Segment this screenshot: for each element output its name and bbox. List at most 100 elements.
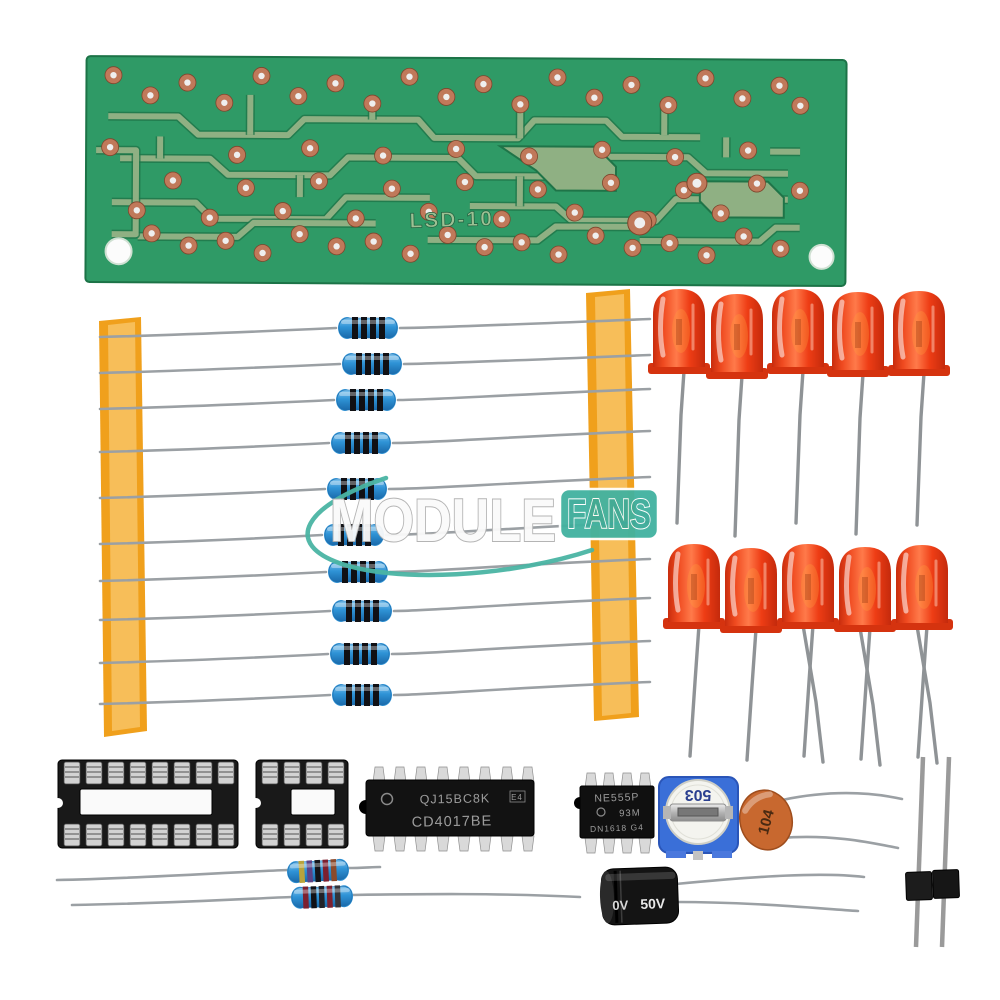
led-lead bbox=[916, 624, 929, 759]
strip-resistor bbox=[329, 642, 391, 666]
pad-hole bbox=[665, 101, 672, 109]
pad-hole bbox=[222, 237, 229, 244]
resistor-lead bbox=[98, 362, 342, 375]
pad-hole bbox=[607, 179, 615, 186]
pad-hole bbox=[534, 186, 542, 193]
pad-hole bbox=[744, 147, 752, 154]
pad-hole bbox=[629, 244, 636, 252]
pad-hole bbox=[498, 216, 505, 223]
pad-hole bbox=[628, 81, 635, 89]
pad-hole bbox=[525, 153, 533, 160]
socket-contact bbox=[173, 823, 191, 847]
pad-hole bbox=[425, 208, 432, 216]
trimmer-clip bbox=[725, 806, 733, 819]
led bbox=[720, 548, 782, 633]
pad-hole bbox=[671, 153, 679, 161]
led bbox=[648, 289, 710, 374]
resistor-lead bbox=[98, 693, 332, 706]
pad-hole bbox=[740, 233, 747, 240]
socket-contact bbox=[283, 761, 301, 785]
socket-contact bbox=[173, 761, 191, 785]
led-lead bbox=[915, 371, 926, 527]
pad-hole bbox=[133, 207, 140, 214]
socket-contact bbox=[129, 823, 147, 847]
led bbox=[706, 294, 768, 379]
e4-box bbox=[509, 790, 526, 803]
pcb-pads bbox=[101, 66, 810, 265]
pad-hole bbox=[680, 186, 688, 194]
socket-contact bbox=[327, 823, 345, 847]
pad-hole bbox=[296, 230, 303, 238]
mounting-hole bbox=[808, 243, 835, 270]
ic-socket-16 bbox=[53, 759, 239, 849]
ne555-notch bbox=[574, 797, 580, 809]
socket8-slot bbox=[290, 788, 336, 816]
resistor-lead bbox=[396, 387, 652, 402]
socket-contact bbox=[63, 823, 81, 847]
socket-contact bbox=[195, 823, 213, 847]
ceramic-marking: 104 bbox=[755, 807, 778, 836]
loose-resistors bbox=[55, 858, 582, 909]
pad-hole bbox=[753, 180, 761, 187]
pad-hole bbox=[148, 230, 155, 237]
pad-hole bbox=[352, 215, 359, 222]
pcb-traces bbox=[96, 94, 801, 247]
resistor-band bbox=[334, 885, 341, 908]
ic-pin bbox=[478, 835, 492, 852]
pad-hole bbox=[481, 243, 488, 251]
socket-contact bbox=[217, 761, 235, 785]
pad-hole bbox=[110, 71, 117, 79]
loose-resistor bbox=[287, 858, 349, 884]
pad-hole bbox=[379, 152, 387, 159]
pad-hole bbox=[797, 102, 804, 109]
ecap-marking-left: 0V bbox=[612, 897, 629, 913]
led-lead bbox=[801, 623, 825, 764]
pad-hole bbox=[147, 92, 154, 99]
led-lead bbox=[915, 624, 939, 765]
resistor-lead bbox=[350, 892, 582, 899]
resistor-lead bbox=[98, 652, 330, 665]
pad-hole bbox=[221, 99, 228, 106]
ceramic-lead bbox=[778, 835, 900, 850]
logo-swoosh bbox=[305, 475, 595, 578]
socket-contact bbox=[85, 761, 103, 785]
ne555-marking-line3: DN1618 G4 bbox=[590, 822, 644, 834]
pad-hole bbox=[233, 151, 241, 159]
header-pin bbox=[939, 756, 952, 948]
led-lead bbox=[854, 372, 865, 536]
header-block bbox=[932, 869, 960, 899]
strip-resistor bbox=[331, 599, 393, 623]
ic-pin bbox=[414, 835, 428, 852]
pad-hole bbox=[169, 177, 177, 184]
resistor-band bbox=[330, 859, 338, 882]
resistor-lead bbox=[346, 865, 382, 870]
cd4017-marking-line1: QJ15BC8K bbox=[420, 791, 491, 806]
led-lead bbox=[794, 369, 805, 525]
led bbox=[663, 544, 725, 629]
trimmer-clip bbox=[663, 806, 671, 819]
cd4017-marking-suffix: E4 bbox=[511, 793, 523, 802]
pad-hole bbox=[702, 75, 709, 82]
ceramic-highlight bbox=[742, 791, 773, 814]
resistor-lead bbox=[390, 639, 652, 656]
pcb-silkscreen-label: LSD-10 bbox=[409, 207, 494, 232]
pcb-trace bbox=[120, 153, 789, 180]
socket-contact bbox=[151, 823, 169, 847]
pad-hole bbox=[444, 231, 451, 239]
led-set bbox=[648, 289, 953, 767]
socket-contact bbox=[107, 761, 125, 785]
electrolytic-capacitor: 0V 50V bbox=[599, 866, 866, 926]
resistor-lead bbox=[388, 557, 652, 574]
pad-hole bbox=[315, 178, 323, 185]
pad-hole bbox=[461, 178, 469, 186]
pad-hole bbox=[370, 238, 377, 245]
resistor-lead bbox=[392, 680, 652, 697]
pad-hole bbox=[518, 239, 525, 246]
ecap-sheen bbox=[605, 871, 676, 882]
pad-hole bbox=[452, 145, 460, 153]
pad-hole bbox=[295, 92, 302, 100]
pad-hole bbox=[306, 145, 314, 152]
resistor-lead bbox=[387, 475, 652, 491]
socket-contact bbox=[327, 761, 345, 785]
